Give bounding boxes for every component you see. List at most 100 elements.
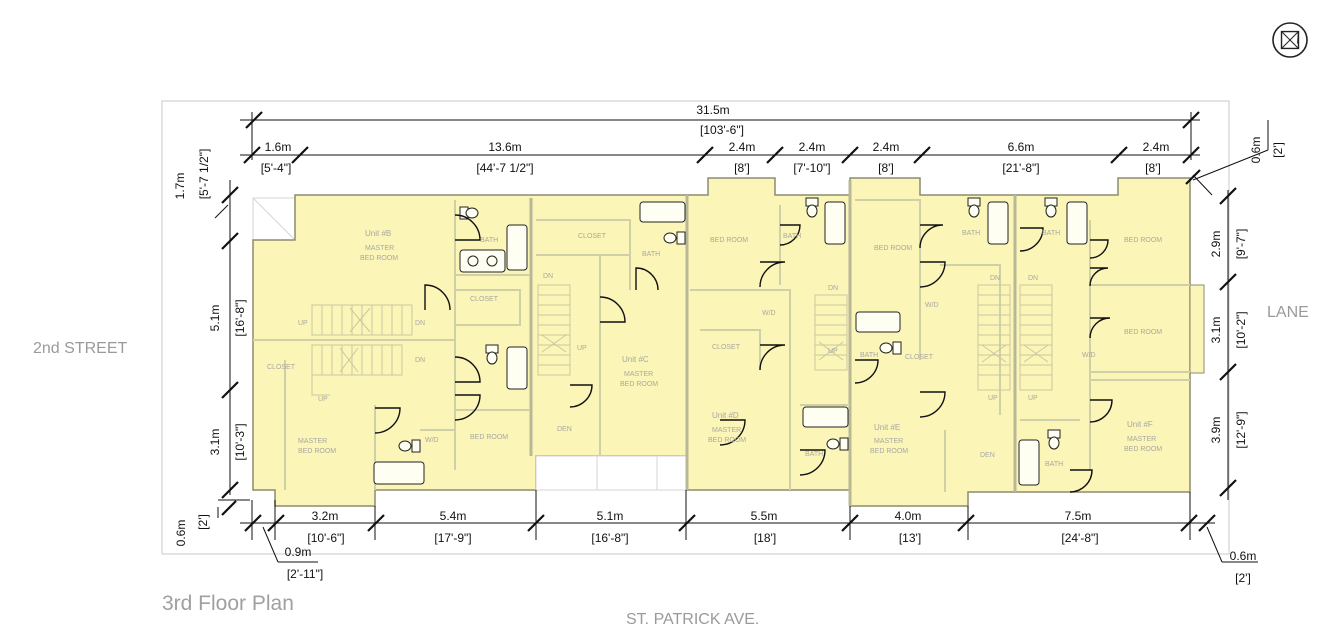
dim-left-0-ft: [5'-7 1/2"] xyxy=(197,149,211,200)
north-arrow-icon xyxy=(1272,22,1308,58)
unit-b2-master-label: MASTER xyxy=(298,438,327,445)
unit-c-bath-label: BATH xyxy=(642,251,660,258)
dim-top-4-m: 2.4m xyxy=(873,140,900,154)
dim-bottom-left-ft: [2'-11"] xyxy=(287,567,323,581)
dim-bottom-5-m: 7.5m xyxy=(1065,509,1092,523)
unit-f-bath2-label: BATH xyxy=(1045,461,1063,468)
unit-c-bedroom-label: BED ROOM xyxy=(620,381,658,388)
dim-right-1-m: 3.1m xyxy=(1209,317,1223,344)
unit-e-bath2-label: BATH xyxy=(860,352,878,359)
unit-d-bath-label: BATH xyxy=(783,233,801,240)
dim-left-2-ft: [10'-3"] xyxy=(233,423,247,460)
dim-left-1-m: 5.1m xyxy=(208,305,222,332)
dim-bottom-0-ft: [10'-6"] xyxy=(307,531,344,545)
dim-bottom-3-ft: [18'] xyxy=(754,531,776,545)
dim-top-0-ft: [5'-4"] xyxy=(261,161,292,175)
building-footprint xyxy=(252,177,1191,507)
unit-b2-closet-label: CLOSET xyxy=(267,364,296,371)
unit-d-dn-label: DN xyxy=(828,285,838,292)
unit-d-label: Unit #D xyxy=(712,411,739,420)
dim-bottom-right-ft: [2'] xyxy=(1235,571,1251,585)
unit-b2-dn-label: DN xyxy=(415,357,425,364)
unit-b2-bedroom2-label: BED ROOM xyxy=(470,434,508,441)
dim-top-right-ft: [2'] xyxy=(1271,142,1285,158)
stair-unit-f xyxy=(1019,284,1053,391)
unit-f-label: Unit #F xyxy=(1127,420,1153,429)
dim-top-2-m: 2.4m xyxy=(729,140,756,154)
unit-f-up-label: UP xyxy=(1028,395,1038,402)
unit-f-dn-label: DN xyxy=(1028,275,1038,282)
unit-d-bath2-label: BATH xyxy=(805,451,823,458)
unit-f-bedroom1-label: BED ROOM xyxy=(1124,237,1162,244)
dim-right-2-m: 3.9m xyxy=(1209,417,1223,444)
unit-f-bedroom3-label: BED ROOM xyxy=(1124,446,1162,453)
unit-d-wd-label: W/D xyxy=(762,310,776,317)
dim-top-6-ft: [8'] xyxy=(1145,161,1161,175)
unit-b2-wd-label: W/D xyxy=(425,437,439,444)
dim-bottom-5-ft: [24'-8"] xyxy=(1061,531,1098,545)
unit-d-up-label: UP xyxy=(828,348,838,355)
dim-top-3-ft: [7'-10"] xyxy=(793,161,830,175)
unit-b2-up-label: UP xyxy=(318,396,328,403)
unit-e-bedroom-label: BED ROOM xyxy=(874,245,912,252)
dim-bottom-3-m: 5.5m xyxy=(751,509,778,523)
unit-e-closet-label: CLOSET xyxy=(905,354,934,361)
unit-b-master-label: MASTER xyxy=(365,245,394,252)
unit-b-bedroom-label: BED ROOM xyxy=(360,255,398,262)
unit-e-bedroom2-label: BED ROOM xyxy=(870,448,908,455)
stair-unit-d xyxy=(814,294,848,371)
door-swings xyxy=(374,214,1113,493)
unit-b-closet-label: CLOSET xyxy=(470,296,499,303)
dim-top-6-m: 2.4m xyxy=(1143,140,1170,154)
unit-f-bedroom2-label: BED ROOM xyxy=(1124,329,1162,336)
dim-bottom-2-m: 5.1m xyxy=(597,509,624,523)
unit-e-up-label: UP xyxy=(988,395,998,402)
dim-right-0-ft: [9'-7"] xyxy=(1234,229,1248,260)
unit-f-bath-label: BATH xyxy=(1042,230,1060,237)
site-boundary xyxy=(161,100,1230,555)
stair-unit-b xyxy=(311,304,413,336)
unit-f-master-label: MASTER xyxy=(1127,436,1156,443)
unit-b-label: Unit #B xyxy=(365,229,391,238)
dim-bottom-0-m: 3.2m xyxy=(312,509,339,523)
dim-top-right-m: 0.6m xyxy=(1249,137,1263,164)
party-walls xyxy=(529,180,1017,506)
dim-top-5-m: 6.6m xyxy=(1008,140,1035,154)
bay-east-1 xyxy=(1189,284,1205,374)
dimension-lines xyxy=(214,111,1269,563)
unit-b2-bedroom-label: BED ROOM xyxy=(298,448,336,455)
dim-top-1-m: 13.6m xyxy=(488,140,521,154)
unit-b-dn-label: DN xyxy=(415,320,425,327)
unit-d-master-label: MASTER xyxy=(712,427,741,434)
bath-fixtures xyxy=(373,197,1088,486)
dim-left-3-ft: [2'] xyxy=(196,514,210,530)
dim-left-3-m: 0.6m xyxy=(174,520,188,547)
unit-d-closet-label: CLOSET xyxy=(712,344,741,351)
dim-top-3-m: 2.4m xyxy=(799,140,826,154)
street-west-label: 2nd STREET xyxy=(33,340,127,357)
dim-top-4-ft: [8'] xyxy=(878,161,894,175)
dim-bottom-left-m: 0.9m xyxy=(285,545,312,559)
interior-partitions xyxy=(253,199,1190,492)
unit-e-den-label: DEN xyxy=(980,452,995,459)
unit-e-wd-label: W/D xyxy=(925,302,939,309)
dim-bottom-4-m: 4.0m xyxy=(895,509,922,523)
dim-right-1-ft: [10'-2"] xyxy=(1234,311,1248,348)
drawing-title: 3rd Floor Plan xyxy=(162,592,294,615)
street-east-label: LANE xyxy=(1267,304,1309,321)
unit-b-bath-label: BATH xyxy=(480,237,498,244)
unit-c-den-label: DEN xyxy=(557,426,572,433)
dim-top-5-ft: [21'-8"] xyxy=(1002,161,1039,175)
unit-e-master-label: MASTER xyxy=(874,438,903,445)
stair-unit-b-lower xyxy=(311,344,403,396)
dim-bottom-1-m: 5.4m xyxy=(440,509,467,523)
dim-top-0-m: 1.6m xyxy=(265,140,292,154)
dim-bottom-4-ft: [13'] xyxy=(899,531,921,545)
unit-d-bedroom-label2: BED ROOM xyxy=(708,437,746,444)
dim-left-0-m: 1.7m xyxy=(173,173,187,200)
unit-b-up-label: UP xyxy=(298,320,308,327)
dim-bottom-2-ft: [16'-8"] xyxy=(591,531,628,545)
dim-bottom-1-ft: [17'-9"] xyxy=(434,531,471,545)
stair-unit-e xyxy=(977,284,1011,391)
